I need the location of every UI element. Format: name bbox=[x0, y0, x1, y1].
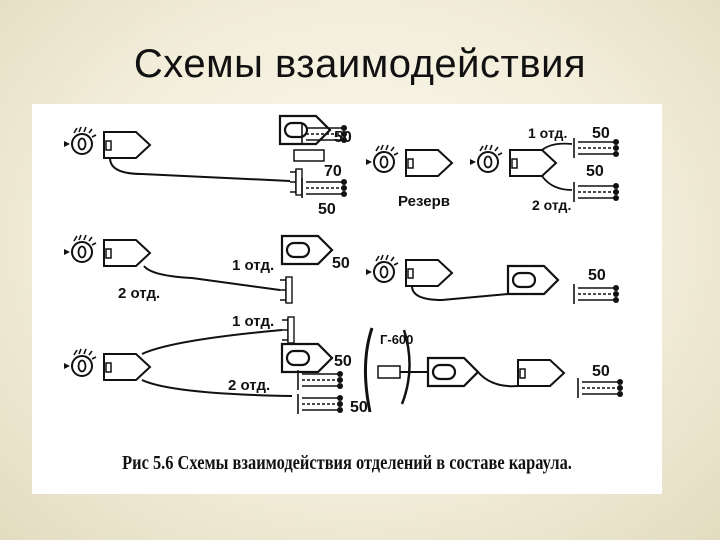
label-50: 50 bbox=[350, 399, 368, 416]
hose-line bbox=[541, 175, 573, 191]
nozzle-set-icon bbox=[577, 377, 624, 399]
branch-icon bbox=[279, 276, 293, 304]
label-otd-1: 1 отд. bbox=[528, 125, 567, 141]
nozzle-set-icon bbox=[573, 283, 620, 305]
fire-tanker-icon bbox=[280, 234, 334, 266]
diagram-4: 50 bbox=[365, 254, 620, 305]
fire-engine-icon bbox=[103, 131, 151, 159]
fire-engine-icon bbox=[509, 149, 557, 177]
diagram-2: 1 отд. 50 50 2 отд. bbox=[469, 125, 620, 213]
fire-engine-icon bbox=[405, 259, 453, 287]
hydrant-icon bbox=[63, 348, 97, 377]
hose-line bbox=[141, 329, 283, 355]
nozzle-set-icon bbox=[297, 393, 344, 415]
label-50: 50 bbox=[588, 267, 606, 284]
label-otd-2: 2 отд. bbox=[118, 285, 160, 302]
water-line bbox=[364, 327, 374, 413]
figure-caption: Рис 5.6 Схемы взаимодействия отделений в… bbox=[122, 452, 572, 474]
slide-title: Схемы взаимодействия bbox=[133, 42, 587, 86]
hydroelevator-icon bbox=[377, 365, 401, 379]
nozzle-set-icon bbox=[573, 181, 620, 203]
hydrant-icon bbox=[63, 126, 97, 155]
label-50: 50 bbox=[334, 129, 352, 146]
fire-engine-icon bbox=[103, 239, 151, 267]
label-70: 70 bbox=[324, 163, 342, 180]
hose-line bbox=[141, 379, 293, 397]
branch-icon bbox=[281, 316, 295, 344]
label-otd-2: 2 отд. bbox=[228, 377, 270, 394]
hose-line bbox=[109, 157, 291, 182]
hydrant-icon bbox=[469, 144, 503, 173]
label-50: 50 bbox=[592, 363, 610, 380]
label-50: 50 bbox=[334, 353, 352, 370]
label-g600: Г-600 bbox=[380, 332, 413, 347]
fire-engine-icon bbox=[405, 149, 453, 177]
fire-tanker-icon bbox=[506, 264, 560, 296]
branch-icon bbox=[289, 168, 303, 196]
fire-engine-icon bbox=[103, 353, 151, 381]
nozzle-set-icon bbox=[301, 177, 348, 199]
hydrant-icon bbox=[365, 144, 399, 173]
label-otd-1: 1 отд. bbox=[232, 313, 274, 330]
label-50: 50 bbox=[318, 201, 336, 218]
label-50: 50 bbox=[592, 125, 610, 142]
hose-line bbox=[477, 371, 519, 388]
diagram-3: 1 отд. 50 2 отд. 1 отд. 2 отд. 50 50 bbox=[63, 234, 368, 416]
fire-tanker-icon bbox=[280, 342, 334, 374]
diagram-canvas: 50 70 50 Резерв 1 отд. 50 50 2 отд. bbox=[63, 114, 624, 416]
fire-engine-icon bbox=[517, 359, 565, 387]
label-50: 50 bbox=[332, 255, 350, 272]
hydrant-icon bbox=[365, 254, 399, 283]
label-50: 50 bbox=[586, 163, 604, 180]
fire-tanker-icon bbox=[426, 356, 480, 388]
hose-line bbox=[541, 142, 573, 151]
reserve-group: Резерв bbox=[365, 144, 453, 210]
label-otd-1: 1 отд. bbox=[232, 257, 274, 274]
pump-icon bbox=[293, 149, 325, 162]
hose-line bbox=[143, 265, 281, 291]
hydrant-icon bbox=[63, 234, 97, 263]
diagram-1: 50 70 50 bbox=[63, 114, 352, 218]
label-otd-2: 2 отд. bbox=[532, 197, 571, 213]
hose-line bbox=[411, 285, 509, 302]
label-reserve: Резерв bbox=[398, 193, 450, 210]
diagram-figure: 50 70 50 Резерв 1 отд. 50 50 2 отд. bbox=[32, 104, 662, 494]
diagram-5: Г-600 50 bbox=[364, 327, 624, 413]
water-line bbox=[400, 329, 411, 405]
